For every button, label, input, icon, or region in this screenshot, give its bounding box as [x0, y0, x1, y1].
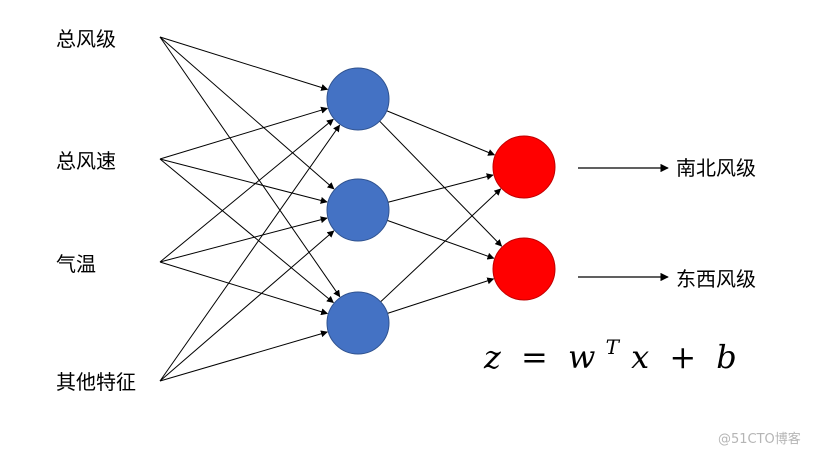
edge-input1-hidden2: [159, 36, 335, 190]
edge-input3-hidden3: [159, 261, 329, 316]
edge-input3-hidden1: [159, 118, 334, 263]
edge-input1-hidden1: [159, 36, 329, 91]
formula-w: w: [568, 338, 595, 376]
input-label-temperature: 气温: [56, 252, 96, 276]
edge-hidden3-output2: [387, 277, 495, 314]
formula-x: x: [631, 338, 649, 376]
edge-input2-hidden3: [159, 158, 334, 304]
edge-input3-hidden2: [159, 216, 328, 263]
edge-hidden2-output2: [387, 219, 495, 260]
input-label-total-wind-speed: 总风速: [56, 149, 116, 173]
formula-z: z: [483, 338, 502, 376]
hidden-neuron-2: [326, 178, 390, 242]
formula: z = w T x + b: [483, 324, 737, 376]
formula-b: b: [716, 338, 736, 376]
hidden-neuron-1: [326, 67, 390, 131]
edge-hidden1-output2: [379, 120, 503, 247]
edge-input2-hidden2: [159, 158, 328, 204]
hidden-neuron-3: [326, 291, 390, 355]
output-neuron-2: [492, 237, 556, 301]
input-label-other-features: 其他特征: [56, 370, 136, 394]
output-label-ew-wind-level: 东西风级: [676, 267, 756, 291]
edge-input4-hidden3: [159, 330, 328, 382]
output-label-ns-wind-level: 南北风级: [676, 156, 756, 180]
input-label-total-wind-level: 总风级: [56, 27, 116, 51]
edge-input2-hidden1: [159, 106, 329, 160]
edge-input1-hidden3: [159, 36, 341, 298]
output-neuron-1: [492, 135, 556, 199]
edge-hidden1-output1: [386, 110, 496, 156]
formula-plus: +: [669, 338, 696, 376]
formula-equals: =: [521, 338, 548, 376]
edge-input4-hidden2: [159, 230, 335, 382]
edge-hidden3-output1: [380, 188, 502, 303]
formula-transpose: T: [606, 335, 621, 359]
connections: [159, 36, 503, 382]
edge-hidden2-output1: [387, 173, 494, 203]
edge-input4-hidden1: [159, 124, 341, 382]
watermark: @51CTO博客: [718, 431, 801, 447]
